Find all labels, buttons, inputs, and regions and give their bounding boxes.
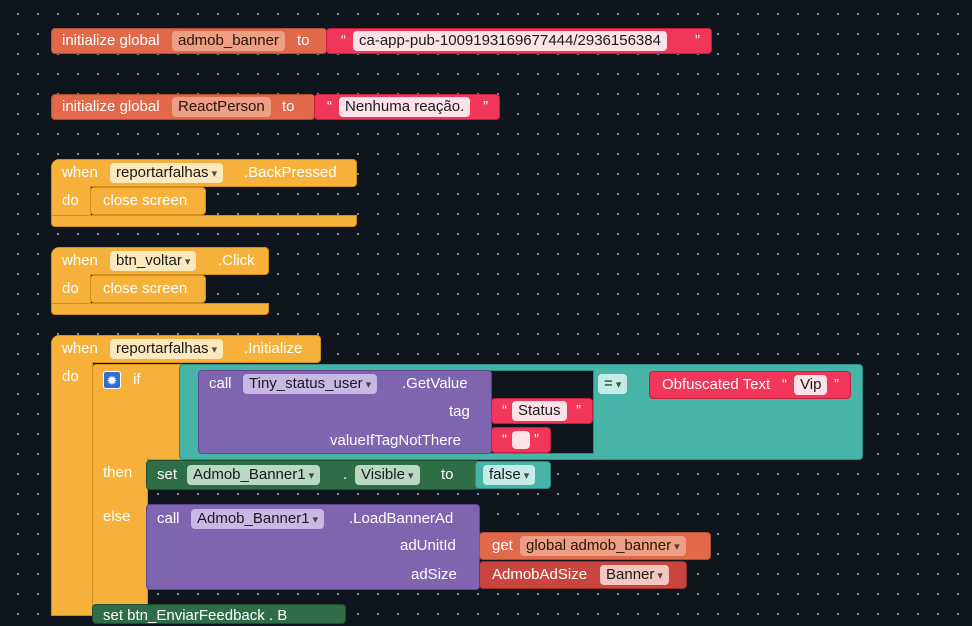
- event-backpressed-block[interactable]: when reportarfalhas .BackPressed: [51, 159, 357, 187]
- call-keyword: call: [209, 375, 232, 392]
- when-keyword: when: [62, 252, 98, 269]
- quote-close: ”: [834, 376, 839, 393]
- close-screen-block[interactable]: close screen: [90, 275, 206, 303]
- set-visible-block[interactable]: set Admob_Banner1 . Visible to: [146, 460, 480, 490]
- event-initialize-block[interactable]: when reportarfalhas .Initialize: [51, 335, 321, 363]
- gear-icon[interactable]: ✹: [103, 371, 121, 389]
- initialize-global-keyword: initialize global: [62, 98, 160, 115]
- init-global-admob-banner-block[interactable]: initialize global admob_banner to: [51, 28, 327, 54]
- event-click-block[interactable]: when btn_voltar .Click: [51, 247, 269, 275]
- event-footer: [51, 215, 357, 227]
- initialize-global-keyword: initialize global: [62, 32, 160, 49]
- text-value-field[interactable]: [512, 431, 530, 449]
- event-do-rail: do: [51, 274, 91, 304]
- adunitid-param-label: adUnitId: [400, 537, 456, 554]
- close-screen-block[interactable]: close screen: [90, 187, 206, 215]
- quote-open: “: [502, 402, 507, 419]
- set-enviarfeedback-block-partial[interactable]: set btn_EnviarFeedback . B: [92, 604, 346, 624]
- default-param-label: valueIfTagNotThere: [330, 432, 461, 449]
- text-value-field[interactable]: Status: [512, 401, 567, 421]
- component-dropdown[interactable]: reportarfalhas: [110, 163, 224, 183]
- event-name: .Click: [218, 252, 255, 269]
- to-keyword: to: [441, 466, 454, 483]
- quote-open: “: [782, 376, 787, 393]
- do-keyword: do: [62, 368, 79, 385]
- obfuscated-text-block[interactable]: Obfuscated Text “ Vip ”: [649, 371, 851, 399]
- to-keyword: to: [282, 98, 295, 115]
- boolean-dropdown[interactable]: false: [483, 465, 536, 485]
- set-keyword: set: [157, 466, 178, 483]
- quote-close: ”: [483, 98, 488, 115]
- getvalue-block[interactable]: call Tiny_status_user .GetValue tag valu…: [198, 370, 492, 454]
- when-keyword: when: [62, 340, 98, 357]
- component-dropdown[interactable]: btn_voltar: [110, 251, 197, 271]
- component-dropdown[interactable]: reportarfalhas: [110, 339, 224, 359]
- dot-separator: .: [343, 466, 348, 483]
- event-do-rail: do: [51, 362, 93, 616]
- if-rail: then else: [92, 458, 148, 616]
- call-keyword: call: [157, 510, 180, 527]
- admob-adsize-block[interactable]: AdmobAdSize Banner: [479, 561, 687, 589]
- do-keyword: do: [62, 192, 79, 209]
- if-block[interactable]: ✹ if: [92, 364, 184, 460]
- text-block-reactperson[interactable]: “ Nenhuma reação. ”: [314, 94, 500, 120]
- get-global-block[interactable]: get global admob_banner: [479, 532, 711, 560]
- adsize-param-label: adSize: [411, 566, 457, 583]
- method-name: .LoadBannerAd: [349, 510, 454, 527]
- component-dropdown[interactable]: Tiny_status_user: [243, 374, 378, 394]
- property-dropdown[interactable]: Visible: [355, 465, 420, 485]
- event-do-rail: do: [51, 186, 91, 216]
- obfuscated-label: Obfuscated Text: [662, 376, 771, 393]
- to-keyword: to: [297, 32, 310, 49]
- loadbannerad-block[interactable]: call Admob_Banner1 .LoadBannerAd adUnitI…: [146, 504, 480, 590]
- tag-param-label: tag: [449, 403, 470, 420]
- text-block-empty[interactable]: “ ”: [491, 427, 551, 453]
- else-keyword: else: [103, 508, 131, 525]
- text-block-admob-id[interactable]: “ ca-app-pub-1009193169677444/2936156384…: [326, 28, 712, 54]
- adsize-label: AdmobAdSize: [492, 566, 588, 583]
- event-name: .BackPressed: [244, 164, 337, 181]
- text-value-field[interactable]: Vip: [794, 375, 828, 395]
- close-screen-label: close screen: [103, 280, 188, 297]
- quote-open: “: [502, 431, 507, 448]
- close-screen-label: close screen: [103, 192, 188, 209]
- quote-close: ”: [695, 32, 700, 49]
- adsize-dropdown[interactable]: Banner: [600, 565, 669, 585]
- text-value-field[interactable]: ca-app-pub-1009193169677444/2936156384: [353, 31, 667, 51]
- variable-dropdown[interactable]: global admob_banner: [520, 536, 686, 556]
- quote-open: “: [327, 98, 332, 115]
- then-keyword: then: [103, 464, 133, 481]
- text-block-status[interactable]: “ Status ”: [491, 398, 593, 424]
- text-value-field[interactable]: Nenhuma reação.: [339, 97, 471, 117]
- global-name-field[interactable]: admob_banner: [172, 31, 285, 51]
- if-keyword: if: [133, 371, 141, 388]
- boolean-false-block[interactable]: false: [475, 461, 551, 489]
- quote-close: ”: [576, 402, 581, 419]
- quote-close: ”: [534, 431, 539, 448]
- event-footer: [51, 303, 269, 315]
- init-global-reactperson-block[interactable]: initialize global ReactPerson to: [51, 94, 315, 120]
- when-keyword: when: [62, 164, 98, 181]
- do-keyword: do: [62, 280, 79, 297]
- quote-open: “: [341, 32, 346, 49]
- event-name: .Initialize: [244, 340, 303, 357]
- get-keyword: get: [492, 537, 513, 554]
- component-dropdown[interactable]: Admob_Banner1: [187, 465, 321, 485]
- global-name-field[interactable]: ReactPerson: [172, 97, 271, 117]
- component-dropdown[interactable]: Admob_Banner1: [191, 509, 325, 529]
- compare-operator-dropdown[interactable]: =: [598, 374, 628, 394]
- partial-block-label: set btn_EnviarFeedback . B: [103, 607, 288, 624]
- method-name: .GetValue: [402, 375, 468, 392]
